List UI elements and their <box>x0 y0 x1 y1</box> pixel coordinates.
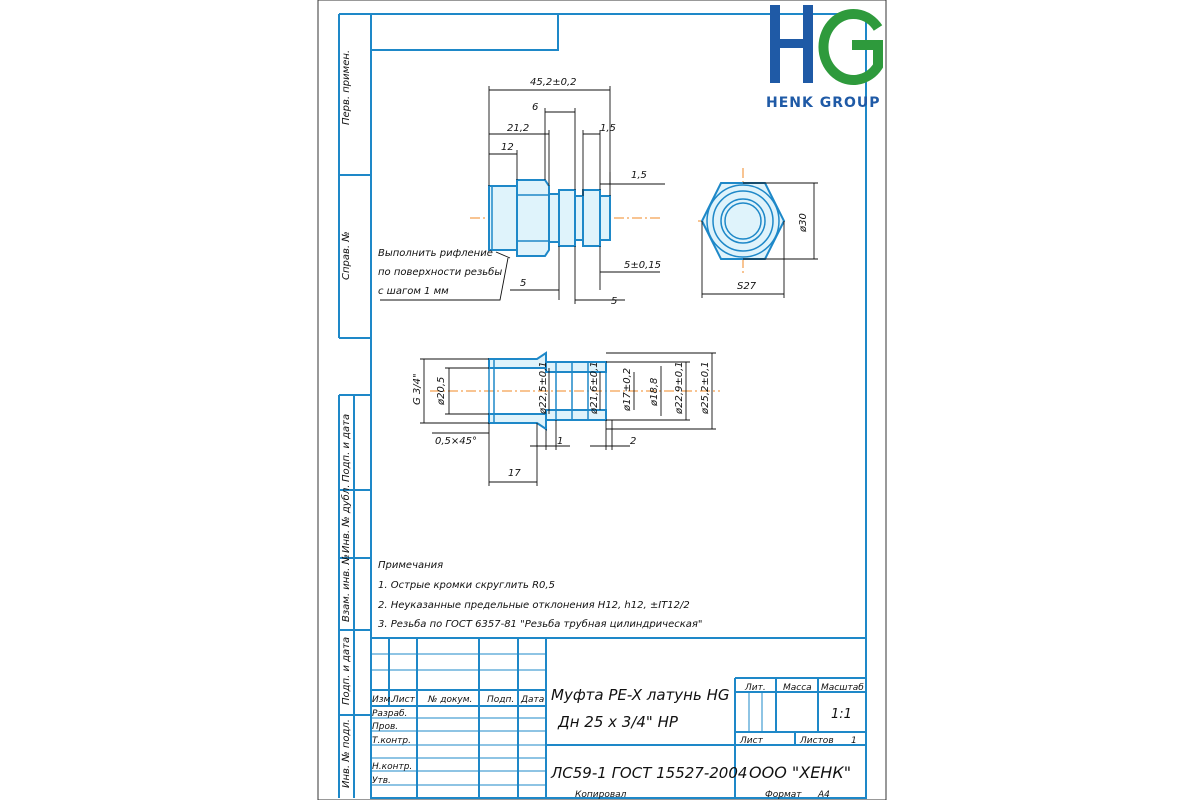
tb-lit: Лит. <box>744 683 766 693</box>
notes-title: Примечания <box>378 560 443 571</box>
henk-group-logo: HENK GROUP <box>766 5 883 111</box>
side-label-sprav-no: Справ. № <box>341 231 352 280</box>
section-view-dimension-lines <box>420 352 716 486</box>
tb-part-name-line1: Муфта PE-X латунь HG <box>551 686 730 704</box>
dim-5-left: 5 <box>520 278 526 289</box>
callout-line-1: Выполнить рифление <box>378 248 493 259</box>
tb-col-data: Дата <box>520 695 544 705</box>
dim-s27: S27 <box>737 281 757 292</box>
tb-organization: ООО "ХЕНК" <box>749 763 851 782</box>
dim-5-tolerance: 5±0,15 <box>624 260 661 271</box>
sheet-outer-border <box>317 0 887 800</box>
dim-phi30: ø30 <box>798 213 809 233</box>
tb-massa: Масса <box>783 683 812 693</box>
note-2: 2. Неуказанные предельные отклонения H12… <box>378 600 690 611</box>
dim-phi20-5: ø20,5 <box>436 377 447 406</box>
tb-material: ЛС59-1 ГОСТ 15527-2004 <box>550 764 747 782</box>
title-block-grid <box>371 637 866 798</box>
dim-1-5-top: 1,5 <box>600 123 616 134</box>
dim-phi17: ø17±0,2 <box>622 368 633 412</box>
fitting-hex-view <box>698 168 788 276</box>
side-label-podp-data-2: Подп. и дата <box>341 637 352 705</box>
dim-1: 1 <box>557 436 563 447</box>
dim-g34: G 3/4" <box>412 373 423 405</box>
top-left-box <box>371 14 559 51</box>
fitting-side-view <box>470 179 660 257</box>
hex-view-dimension-lines <box>701 182 818 298</box>
note-1: 1. Острые кромки скруглить R0,5 <box>378 580 555 591</box>
tb-masshtab: Масштаб <box>821 683 864 693</box>
dim-phi18-8: ø18,8 <box>649 378 660 407</box>
tb-col-list: Лист <box>391 695 416 705</box>
side-columns <box>338 13 371 798</box>
tb-col-docum: № докум. <box>427 695 472 705</box>
tb-part-name-line2: Дн 25 x 3/4" НР <box>557 713 679 731</box>
dim-chamfer: 0,5×45° <box>435 436 477 447</box>
dim-phi22-9: ø22,9±0,1 <box>674 361 685 415</box>
tb-row-tkontr: Т.контр. <box>372 736 411 746</box>
tb-format: Формат <box>765 790 802 800</box>
dim-phi21-6: ø21,6±0,1 <box>589 361 600 415</box>
tb-row-utv: Утв. <box>372 776 391 786</box>
side-label-perv-primen: Перв. примен. <box>341 50 352 125</box>
side-label-inv-dubl: Инв. № дубл. <box>340 485 352 553</box>
tb-row-razrab: Разраб. <box>372 709 407 719</box>
dim-45-2: 45,2±0,2 <box>530 77 577 88</box>
side-label-podp-data-1: Подп. и дата <box>341 414 352 482</box>
dim-phi22-5: ø22,5±0,1 <box>538 361 549 415</box>
callout-line-3: с шагом 1 мм <box>378 286 449 297</box>
tb-kopiroval: Копировал <box>575 790 627 800</box>
note-3: 3. Резьба по ГОСТ 6357-81 "Резьба трубна… <box>378 618 703 630</box>
side-view-dimension-lines <box>380 86 665 304</box>
tb-listov-value: 1 <box>851 736 857 746</box>
dim-17: 17 <box>508 468 521 479</box>
dim-21-2: 21,2 <box>507 123 529 134</box>
tb-listov: Листов <box>799 736 834 746</box>
tb-format-value: A4 <box>817 790 830 800</box>
tb-list: Лист <box>739 736 764 746</box>
side-label-vzam-inv: Взам. инв. № <box>341 554 352 622</box>
logo-company-name: HENK GROUP <box>766 95 881 111</box>
fitting-section-view <box>430 351 720 431</box>
dim-12: 12 <box>501 142 514 153</box>
dim-6: 6 <box>532 102 538 113</box>
tb-row-prov: Пров. <box>372 722 398 732</box>
dim-1-5-right: 1,5 <box>631 170 647 181</box>
callout-line-2: по поверхности резьбы <box>378 266 502 278</box>
sheet-frame <box>370 13 867 799</box>
dim-5-right: 5 <box>611 296 617 307</box>
tb-scale-value: 1:1 <box>831 707 852 722</box>
tb-row-nkontr: Н.контр. <box>372 762 412 772</box>
tb-col-podp: Подп. <box>487 695 514 705</box>
tb-col-izm: Изм. <box>372 695 393 705</box>
side-label-inv-podl: Инв. № подл. <box>341 719 352 788</box>
dim-2: 2 <box>630 436 636 447</box>
dim-phi25-2: ø25,2±0,1 <box>700 361 711 415</box>
